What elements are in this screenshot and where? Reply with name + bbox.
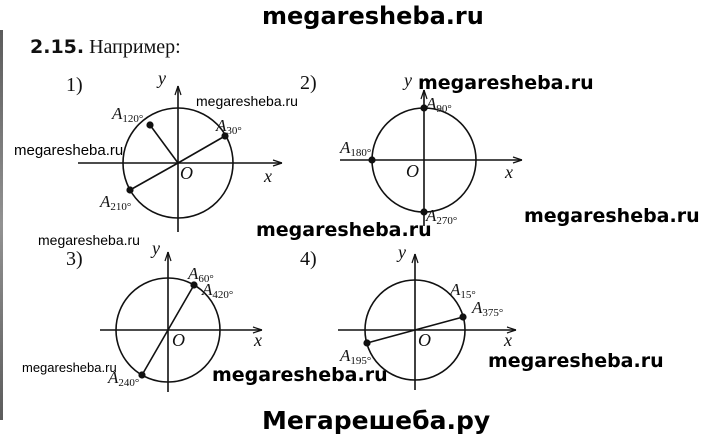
fig1-number: 1): [66, 74, 83, 96]
point-a270: [420, 208, 428, 216]
task-heading: 2.15. Например:: [30, 36, 181, 59]
point-a90: [420, 104, 428, 112]
fig1-x-label: x: [264, 166, 272, 186]
fig3-diameter: [141, 284, 195, 376]
fig4-circle: [364, 279, 466, 381]
fig4-diameter: [366, 316, 464, 344]
header-watermark: megaresheba.ru: [262, 2, 484, 30]
point-a30: [221, 132, 229, 140]
fig3-point-label: A420°: [202, 280, 234, 301]
task-number: 2.15.: [30, 36, 85, 58]
fig2-point-label: A90°: [426, 94, 452, 115]
watermark: megaresheba.ru: [256, 219, 432, 241]
fig4-point-label: A375°: [472, 298, 504, 319]
point-a60: [190, 281, 198, 289]
fig1-ray-120: [149, 124, 179, 164]
fig4-y-label: y: [398, 242, 406, 262]
fig4-point-label: A15°: [450, 280, 476, 301]
point-a15: [459, 313, 467, 321]
watermark: megaresheba.ru: [524, 205, 700, 227]
fig4-origin-label: O: [418, 330, 431, 350]
fig4-point-label: A195°: [340, 346, 372, 367]
watermark: megaresheba.ru: [488, 350, 664, 372]
fig2-x-label: x: [505, 162, 513, 182]
fig1-circle: [122, 107, 234, 219]
fig1-y-label: y: [158, 68, 166, 88]
watermark: megaresheba.ru: [196, 93, 298, 109]
point-a210: [126, 186, 134, 194]
fig3-number: 3): [66, 248, 83, 270]
watermark: megaresheba.ru: [212, 364, 388, 386]
fig1-point-label: A120°: [112, 104, 144, 125]
fig2-origin-label: O: [406, 161, 419, 181]
watermark: megaresheba.ru: [22, 360, 117, 375]
fig3-circle: [115, 277, 221, 383]
point-a240: [138, 371, 146, 379]
point-a195: [363, 339, 371, 347]
fig2-point-label: A270°: [426, 206, 458, 227]
fig1-point-label: A30°: [216, 116, 242, 137]
fig4-number: 4): [300, 248, 317, 270]
watermark: megaresheba.ru: [38, 232, 140, 248]
fig4-x-label: x: [504, 330, 512, 350]
point-a120: [146, 121, 154, 129]
scan-edge: [0, 30, 3, 420]
point-a180: [368, 156, 376, 164]
fig3-x-label: x: [254, 330, 262, 350]
fig1-origin-label: O: [180, 163, 193, 183]
fig1-ray-30: [177, 135, 226, 164]
footer-watermark: Мегарешеба.ру: [262, 406, 491, 435]
watermark: megaresheba.ru: [418, 72, 594, 94]
fig2-point-label: A180°: [340, 138, 372, 159]
watermark: megaresheba.ru: [14, 142, 124, 159]
fig3-y-label: y: [152, 238, 160, 258]
fig1-ray-210: [129, 162, 179, 191]
fig1-point-label: A210°: [100, 192, 132, 213]
fig2-number: 2): [300, 72, 317, 94]
fig3-origin-label: O: [172, 330, 185, 350]
fig3-point-label: A60°: [188, 264, 214, 285]
fig3-point-label: A240°: [108, 368, 140, 389]
task-text: Например:: [89, 36, 181, 58]
fig2-y-label: y: [404, 70, 412, 90]
